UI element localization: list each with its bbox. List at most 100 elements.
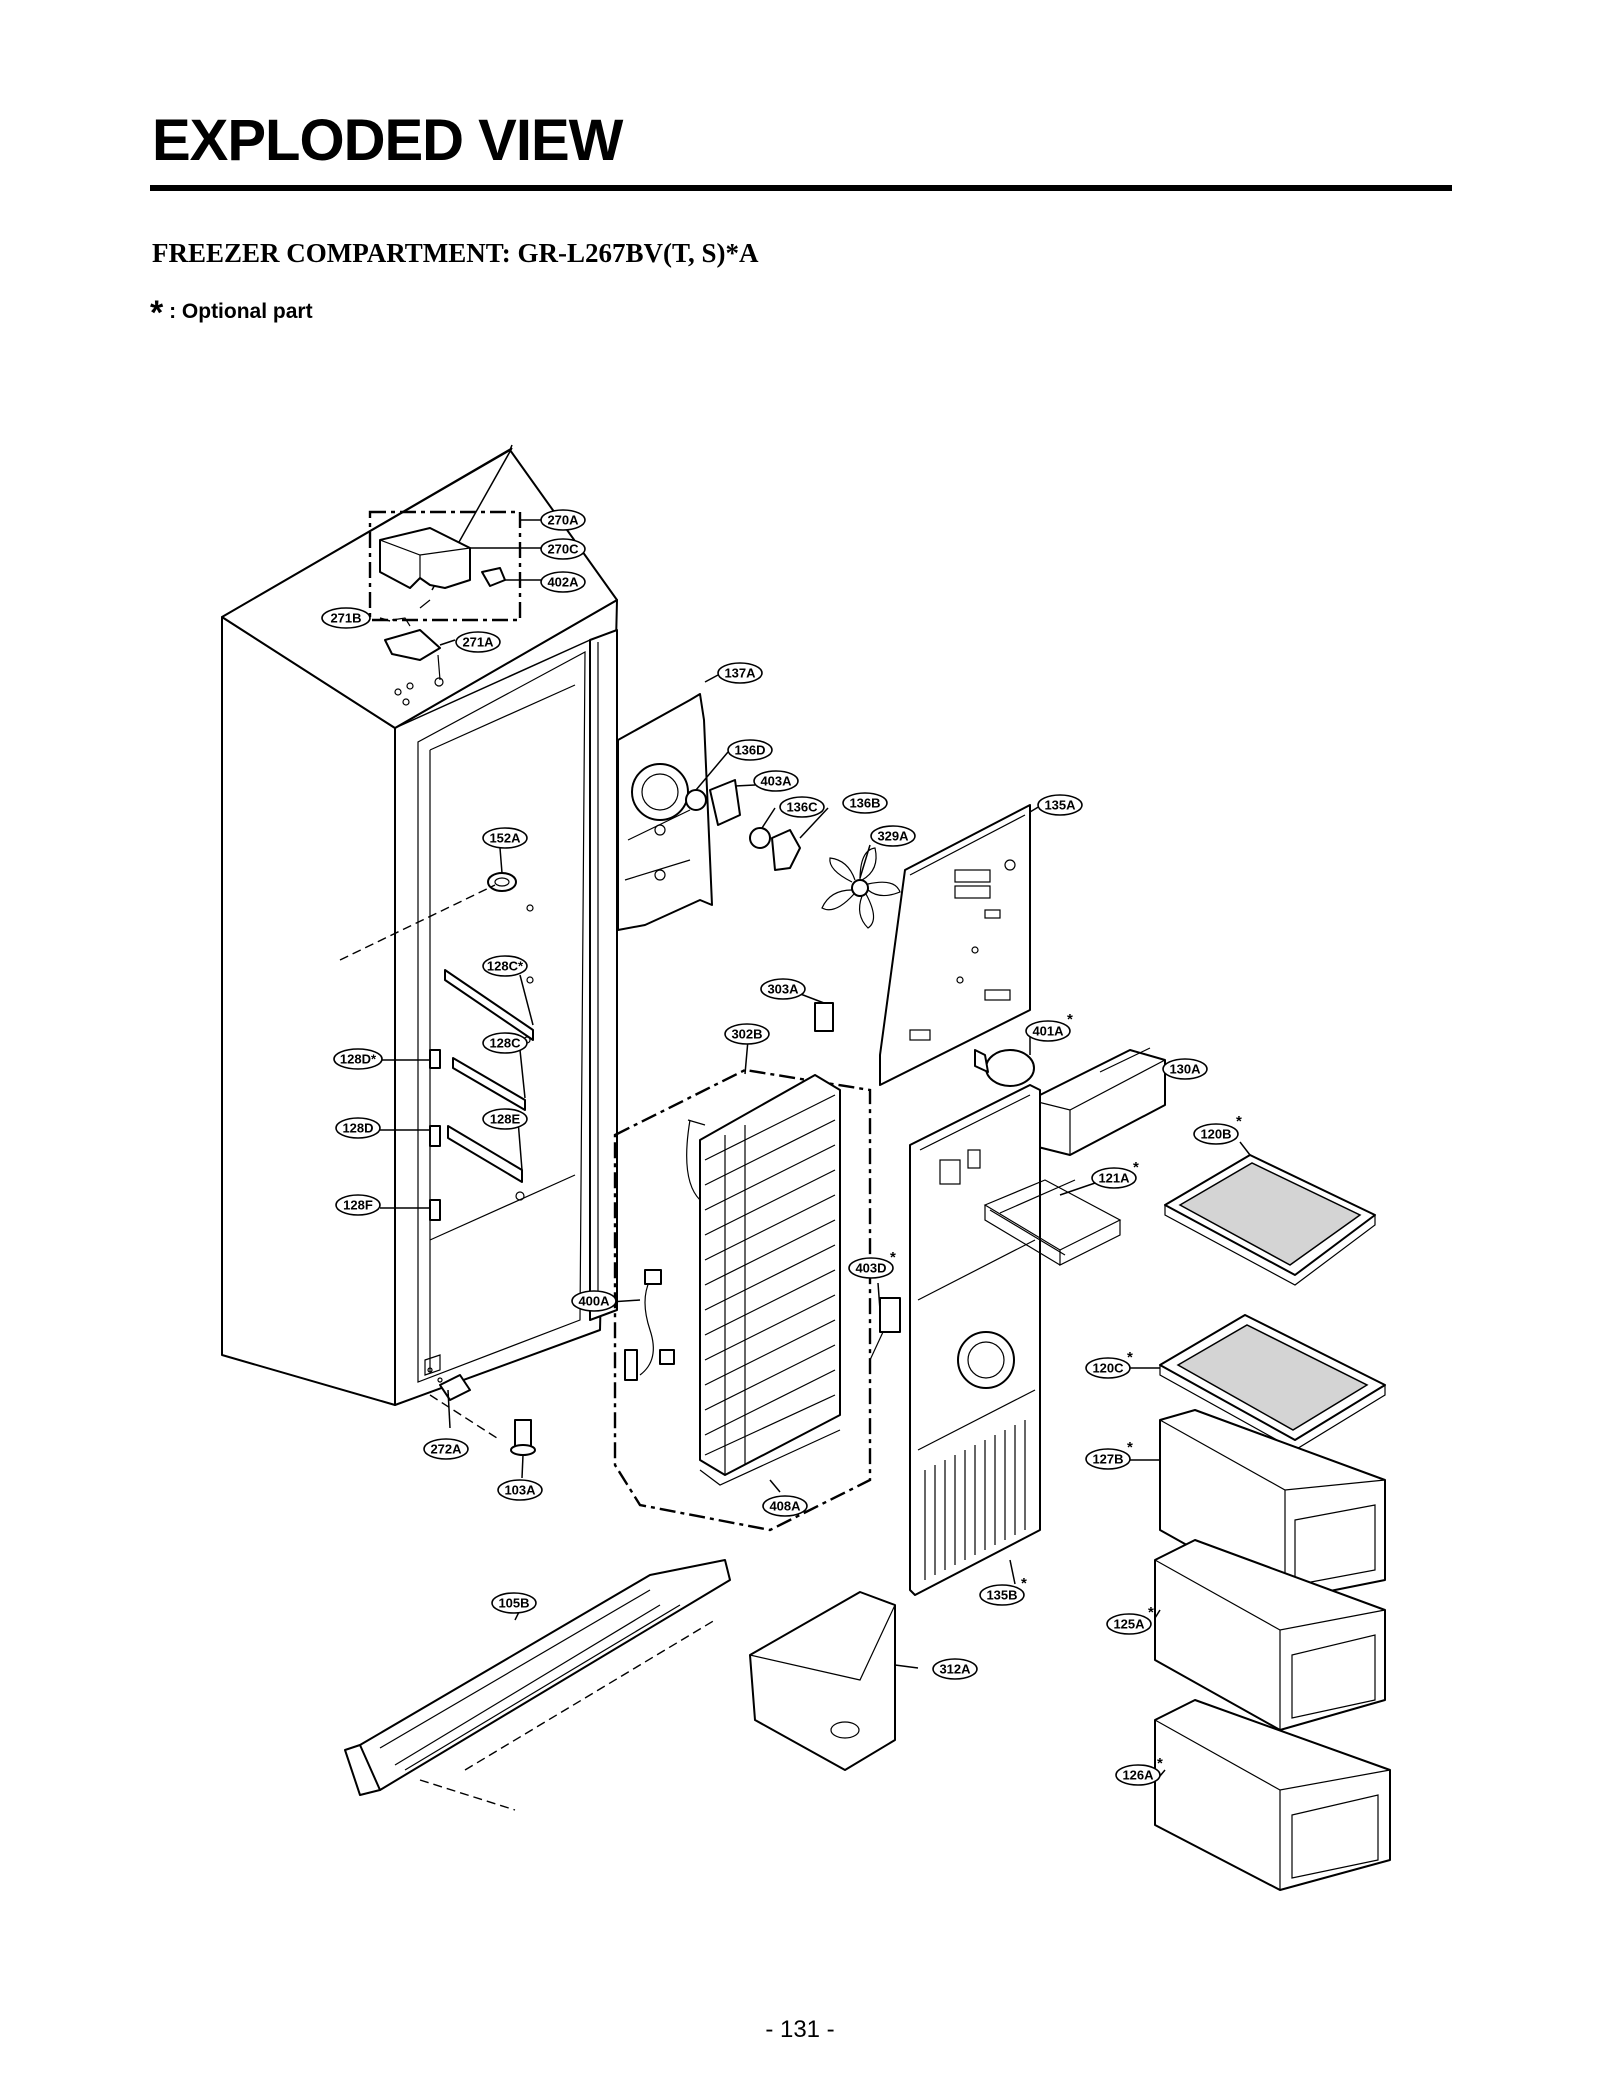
callout-136d: 136D bbox=[727, 739, 773, 761]
bracket-136b bbox=[771, 829, 801, 871]
svg-text:302B: 302B bbox=[731, 1027, 762, 1042]
wire-shelf-121a bbox=[983, 1179, 1122, 1266]
evaporator-302b bbox=[686, 1074, 841, 1476]
svg-text:130A: 130A bbox=[1169, 1062, 1201, 1077]
svg-text:128C*: 128C* bbox=[487, 959, 524, 974]
callout-401a: 401A bbox=[1025, 1020, 1071, 1042]
callout-130a: 130A bbox=[1162, 1058, 1208, 1080]
fuse-403d bbox=[879, 1297, 901, 1333]
callout-135b: 135B bbox=[979, 1584, 1025, 1606]
callout-121a: 121A bbox=[1091, 1167, 1137, 1189]
callout-312a: 312A bbox=[932, 1658, 978, 1680]
svg-text:128C: 128C bbox=[489, 1036, 521, 1051]
callout-303a: 303A bbox=[760, 978, 806, 1000]
crisper-cover-120c bbox=[1159, 1314, 1386, 1451]
svg-text:403D: 403D bbox=[855, 1261, 886, 1276]
callout-302b: 302B bbox=[724, 1023, 770, 1045]
svg-text:120B: 120B bbox=[1200, 1127, 1231, 1142]
callout-128e: 128E bbox=[482, 1108, 528, 1130]
svg-text:135A: 135A bbox=[1044, 798, 1076, 813]
callout-128c: 128C bbox=[482, 1032, 528, 1054]
callout-127b: 127B bbox=[1085, 1448, 1131, 1470]
svg-text:128F: 128F bbox=[343, 1198, 373, 1213]
callout-400a: 400A bbox=[571, 1290, 617, 1312]
svg-text:312A: 312A bbox=[939, 1662, 971, 1677]
svg-text:128D*: 128D* bbox=[340, 1052, 377, 1067]
svg-text:137A: 137A bbox=[724, 666, 756, 681]
callout-126a: 126A bbox=[1115, 1764, 1161, 1786]
drawer-126a bbox=[1154, 1699, 1391, 1891]
asterisk-127b: * bbox=[1127, 1439, 1133, 1456]
svg-text:126A: 126A bbox=[1122, 1768, 1154, 1783]
grommet-152a bbox=[487, 872, 517, 892]
svg-text:152A: 152A bbox=[489, 831, 521, 846]
damper-271a bbox=[384, 629, 444, 687]
optional-note-text: : Optional part bbox=[169, 300, 313, 323]
svg-text:408A: 408A bbox=[769, 1499, 801, 1514]
callout-120b: 120B bbox=[1193, 1123, 1239, 1145]
lamp-401a bbox=[974, 1049, 1035, 1087]
glass-shelf-120b bbox=[1164, 1154, 1376, 1286]
sensor-303a bbox=[814, 1002, 834, 1032]
shroud-136c bbox=[749, 827, 771, 849]
svg-text:270A: 270A bbox=[547, 513, 579, 528]
optional-asterisk: * bbox=[150, 294, 164, 332]
callout-152a: 152A bbox=[482, 827, 528, 849]
leveler-103a bbox=[510, 1419, 536, 1456]
asterisk-121a: * bbox=[1133, 1159, 1139, 1176]
svg-text:125A: 125A bbox=[1113, 1617, 1145, 1632]
callout-272a: 272A bbox=[423, 1438, 469, 1460]
asterisk-403d: * bbox=[890, 1249, 896, 1266]
page-number: - 131 - bbox=[765, 2016, 835, 2043]
asterisk-120c: * bbox=[1127, 1349, 1133, 1366]
evaporator-box bbox=[613, 1068, 872, 1532]
page-title: EXPLODED VIEW bbox=[152, 108, 623, 173]
svg-text:128D: 128D bbox=[342, 1121, 373, 1136]
callout-408a: 408A bbox=[762, 1495, 808, 1517]
callout-271b: 271B bbox=[321, 607, 371, 629]
svg-text:135B: 135B bbox=[986, 1588, 1017, 1603]
lamp-cover-130a bbox=[1029, 1047, 1166, 1156]
callout-402a: 402A bbox=[540, 571, 586, 593]
svg-text:136B: 136B bbox=[849, 796, 880, 811]
svg-text:401A: 401A bbox=[1032, 1024, 1064, 1039]
svg-text:272A: 272A bbox=[430, 1442, 462, 1457]
callout-128f: 128F bbox=[335, 1194, 381, 1216]
svg-text:136C: 136C bbox=[786, 800, 818, 815]
harness-400a bbox=[624, 1269, 675, 1381]
callout-271a: 271A bbox=[455, 631, 501, 653]
svg-text:136D: 136D bbox=[734, 743, 765, 758]
callout-270c: 270C bbox=[540, 538, 586, 560]
callout-403a: 403A bbox=[753, 770, 799, 792]
callout-270a: 270A bbox=[540, 509, 586, 531]
fan-blade-329a bbox=[821, 847, 901, 929]
asterisk-120b: * bbox=[1236, 1113, 1242, 1130]
svg-text:121A: 121A bbox=[1098, 1171, 1130, 1186]
assembly-dashes bbox=[339, 884, 716, 1811]
callout-125a: 125A bbox=[1106, 1613, 1152, 1635]
optional-part-note: * : Optional part bbox=[150, 290, 313, 330]
heater-408a bbox=[699, 1429, 841, 1486]
callout-128d-optional: 128D* bbox=[333, 1048, 383, 1070]
callout-103a: 103A bbox=[497, 1479, 543, 1501]
callout-136b: 136B bbox=[842, 792, 888, 814]
svg-text:400A: 400A bbox=[578, 1294, 610, 1309]
svg-text:303A: 303A bbox=[767, 982, 799, 997]
callout-135a: 135A bbox=[1037, 794, 1083, 816]
svg-text:329A: 329A bbox=[877, 829, 909, 844]
svg-text:128E: 128E bbox=[490, 1112, 521, 1127]
rear-panel-135b bbox=[909, 1084, 1041, 1596]
optional-markers: * * * * * * * * * bbox=[890, 1011, 1242, 1772]
callout-403d: 403D bbox=[848, 1257, 894, 1279]
svg-text:271B: 271B bbox=[330, 611, 361, 626]
callout-120c: 120C bbox=[1085, 1357, 1131, 1379]
svg-text:271A: 271A bbox=[462, 635, 494, 650]
title-rule bbox=[150, 185, 1452, 191]
asterisk-126a: * bbox=[1157, 1755, 1163, 1772]
svg-text:403A: 403A bbox=[760, 774, 792, 789]
base-cover-105b bbox=[344, 1559, 731, 1796]
shelf-rails bbox=[429, 969, 534, 1221]
svg-text:120C: 120C bbox=[1092, 1361, 1124, 1376]
drawer-125a bbox=[1154, 1539, 1386, 1731]
